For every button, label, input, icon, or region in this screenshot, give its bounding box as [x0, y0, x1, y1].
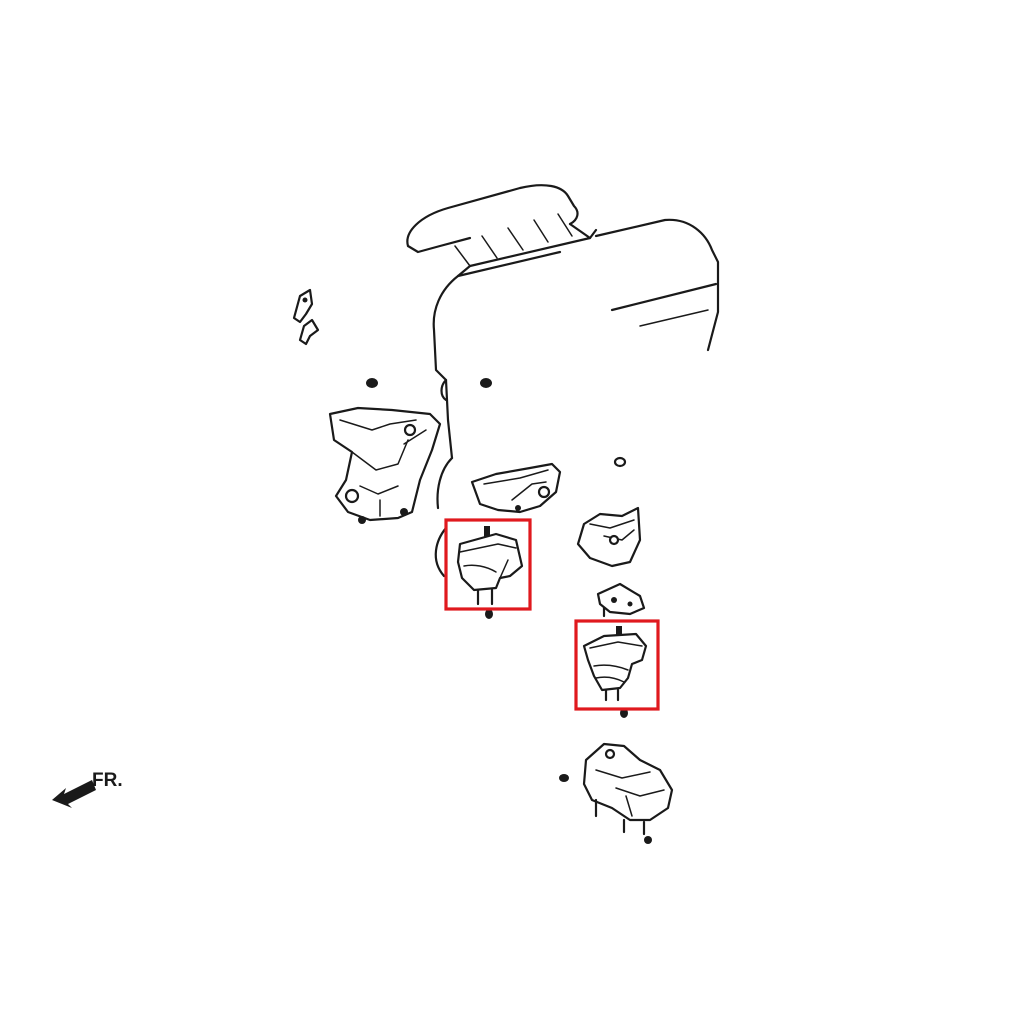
front-engine-mount — [456, 526, 524, 619]
front-direction-arrow-icon — [52, 780, 96, 808]
rear-mount-bracket — [576, 456, 642, 568]
engine-outline — [406, 184, 720, 578]
left-mounting-bracket — [328, 406, 442, 524]
transmission-mount — [559, 742, 674, 844]
mount-plate — [596, 582, 646, 618]
small-bracket-part — [292, 288, 320, 346]
rear-mount-highlight-box — [574, 619, 660, 711]
rear-engine-mount — [582, 626, 648, 718]
front-mount-bracket — [470, 462, 562, 514]
front-direction-label: FR. — [92, 770, 123, 791]
front-mount-highlight-box — [444, 518, 532, 611]
bolt-pair — [366, 378, 492, 388]
